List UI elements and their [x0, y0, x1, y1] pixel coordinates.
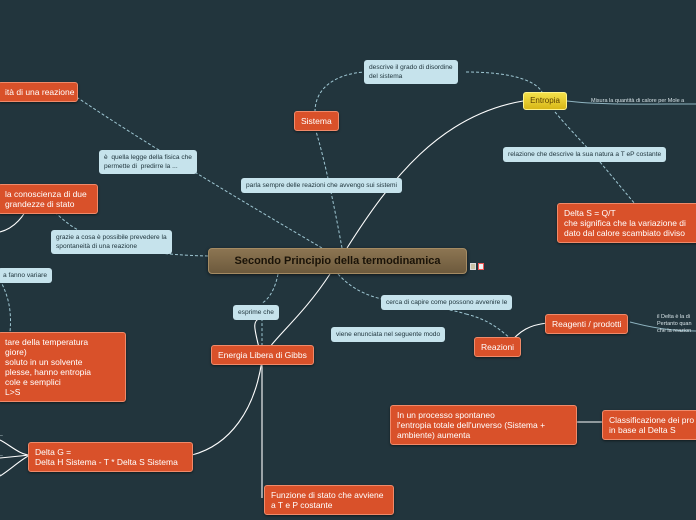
notes-icon[interactable]: [470, 263, 476, 270]
topic-reagenti-prodotti[interactable]: Reagenti / prodotti: [545, 314, 629, 334]
topic-entropia[interactable]: Entropia: [523, 92, 567, 110]
note-delta: il Delta è la di Pertanto quan che la re…: [657, 314, 692, 334]
relation-natura[interactable]: relazione che descrive la sua natura a T…: [503, 147, 667, 162]
topic-energia-libera-gibbs[interactable]: Energia Libera di Gibbs: [211, 345, 314, 365]
relation-legge-fisica[interactable]: è quella legge della fisica che permette…: [99, 150, 197, 174]
child-dot-2[interactable]: –: [0, 453, 3, 459]
topic-spontaneita[interactable]: ità di una reazione: [0, 82, 78, 102]
topic-sistema[interactable]: Sistema: [294, 111, 339, 131]
central-topic[interactable]: Secondo Principio della termodinamica: [208, 248, 467, 274]
central-topic-icons: [470, 257, 486, 275]
relation-fanno-variare[interactable]: a fanno variare: [0, 268, 52, 283]
relation-grazie-a-cosa[interactable]: grazie a cosa è possibile prevedere la s…: [51, 230, 172, 254]
topic-delta-g[interactable]: Delta G = Delta H Sistema - T * Delta S …: [28, 442, 193, 472]
child-dot-1[interactable]: –: [0, 433, 3, 439]
topic-funzione-stato[interactable]: Funzione di stato che avviene a T e P co…: [264, 485, 394, 515]
topic-temperatura[interactable]: tare della temperatura giore) soluto in …: [0, 332, 126, 402]
topic-processo-spontaneo[interactable]: In un processo spontaneo l'entropia tota…: [390, 405, 577, 445]
topic-classificazione[interactable]: Classificazione dei pro in base al Delta…: [602, 410, 696, 440]
relation-esprime-che[interactable]: esprime che: [233, 305, 279, 320]
child-dot-3[interactable]: –: [0, 472, 3, 478]
attachment-icon[interactable]: [478, 263, 484, 270]
relation-cerca-capire[interactable]: cerca di capire come possono avvenire le: [381, 295, 513, 310]
relation-parla-sempre[interactable]: parla sempre delle reazioni che avvengo …: [241, 178, 402, 193]
relation-enunciata[interactable]: viene enunciata nel seguente modo: [331, 327, 446, 342]
topic-delta-s[interactable]: Delta S = Q/T che significa che la varia…: [557, 203, 696, 243]
topic-conoscenza-grandezze[interactable]: la conoscienza di due grandezze di stato: [0, 184, 98, 214]
note-misura: Misura la quantità di calore per Mole a: [591, 98, 685, 104]
relation-grado-disordine[interactable]: descrive il grado di disordine del siste…: [364, 60, 458, 84]
topic-reazioni[interactable]: Reazioni: [474, 337, 522, 357]
